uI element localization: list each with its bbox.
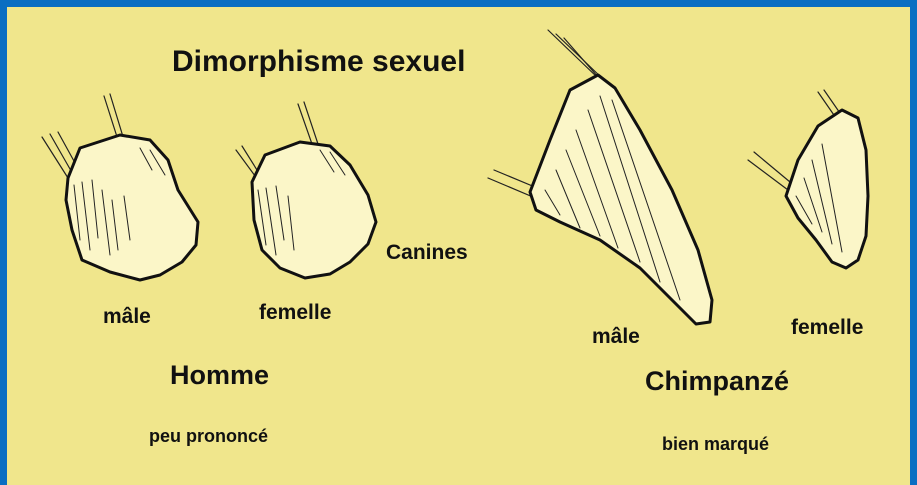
chimpanzee-female-label: femelle: [791, 316, 863, 340]
chimpanzee-description: bien marqué: [662, 434, 769, 455]
diagram-title: Dimorphisme sexuel: [172, 45, 465, 79]
center-label: Canines: [386, 241, 468, 265]
chimpanzee-female-crown: [786, 110, 868, 268]
human-species-label: Homme: [170, 360, 269, 391]
human-description: peu prononcé: [149, 426, 268, 447]
human-male-label: mâle: [103, 305, 151, 329]
human-female-label: femelle: [259, 301, 331, 325]
chimpanzee-species-label: Chimpanzé: [645, 366, 789, 397]
chimpanzee-male-label: mâle: [592, 325, 640, 349]
